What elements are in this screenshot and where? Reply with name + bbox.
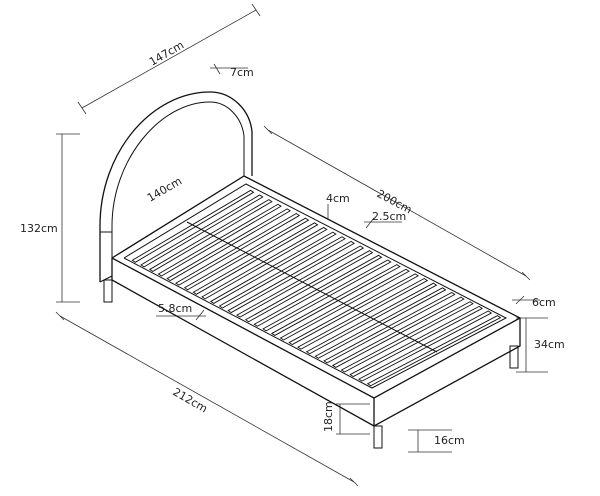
slat <box>175 213 301 286</box>
dim-slat-width: 4cm <box>326 192 350 205</box>
slat <box>270 264 401 336</box>
slat <box>218 236 346 309</box>
dimension-lines <box>55 3 548 487</box>
dim-frame-height: 34cm <box>534 338 565 351</box>
dim-side-offset: 5.8cm <box>158 302 192 315</box>
slat <box>262 259 392 332</box>
slat <box>253 254 383 327</box>
slat <box>279 268 410 341</box>
slat <box>244 250 374 323</box>
dim-inner-width: 140cm <box>145 174 184 204</box>
dim-height-total: 132cm <box>20 222 58 235</box>
slat <box>166 208 291 282</box>
leg-front-right <box>373 425 383 449</box>
leg-front-left <box>103 279 113 303</box>
slat <box>131 189 255 263</box>
dim-slat-gap: 2.5cm <box>372 210 406 223</box>
slat <box>209 231 337 304</box>
dim-rail-height: 18cm <box>322 401 335 432</box>
legs <box>103 279 519 449</box>
dim-frame-edge: 6cm <box>532 296 556 309</box>
center-rail <box>186 221 438 353</box>
slat-group <box>131 189 502 387</box>
slat <box>148 199 273 272</box>
slat <box>192 222 319 295</box>
leg-back-right <box>509 345 519 369</box>
dim-leg-height: 16cm <box>434 434 465 447</box>
slat <box>140 194 264 268</box>
headboard <box>99 91 253 283</box>
dim-width-top: 147cm <box>147 38 186 68</box>
slat <box>227 240 356 314</box>
slat <box>201 226 328 300</box>
dim-headboard-thickness: 7cm <box>230 66 254 79</box>
slat <box>236 245 365 318</box>
slat <box>157 203 282 277</box>
slat <box>183 217 310 291</box>
